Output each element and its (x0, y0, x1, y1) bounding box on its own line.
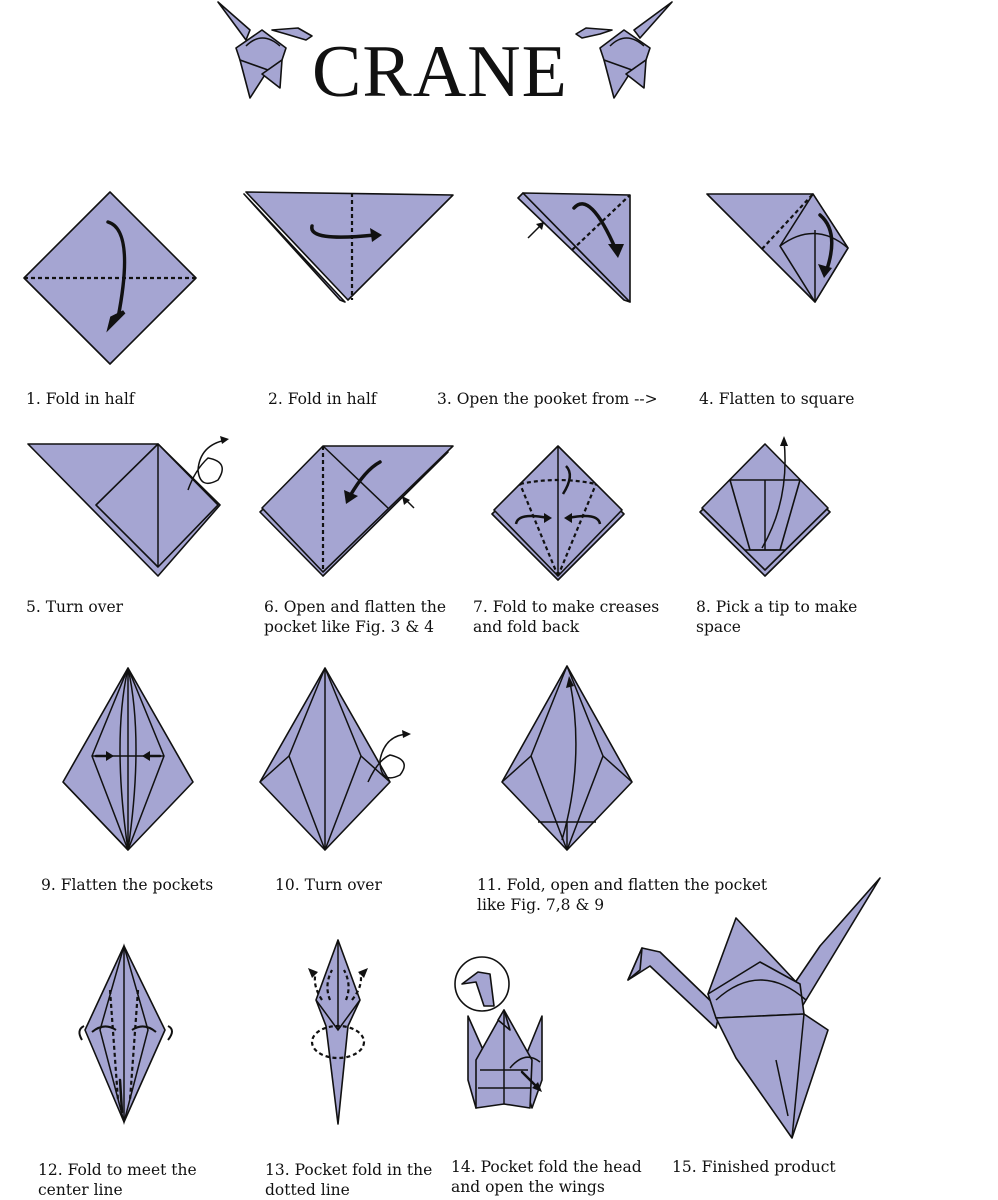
caption-line: 11. Fold, open and flatten the pocket (477, 876, 768, 894)
caption-line: like Fig. 7,8 & 9 (477, 896, 605, 914)
caption-line: center line (38, 1181, 123, 1199)
step-14-figure (454, 956, 543, 1109)
page-title: CRANE (312, 31, 568, 113)
step-1-caption: 1. Fold in half (26, 390, 135, 408)
step-3-caption: 3. Open the pooket from --> (437, 390, 658, 408)
step-5-figure (27, 436, 229, 577)
caption-line: dotted line (265, 1181, 350, 1199)
caption-line: 12. Fold to meet the (38, 1161, 197, 1179)
step-15-caption: 15. Finished product (672, 1158, 836, 1176)
step-8-caption: 8. Pick a tip to make space (696, 597, 857, 637)
caption-line: 6. Open and flatten the (264, 598, 447, 616)
step-6-figure (259, 445, 454, 577)
step-1-figure (23, 191, 197, 365)
step-10-figure (259, 667, 411, 851)
step-2-caption: 2. Fold in half (268, 390, 377, 408)
caption-line: and fold back (473, 618, 580, 636)
step-12-figure (78, 943, 173, 1125)
step-9-caption: 9. Flatten the pockets (41, 876, 214, 894)
caption-line: and open the wings (451, 1178, 605, 1196)
caption-line: 7. Fold to make creases (473, 598, 660, 616)
title-crane-left-icon (217, 1, 313, 99)
step-12-caption: 12. Fold to meet the center line (38, 1160, 197, 1200)
step-8-figure (699, 436, 831, 577)
caption-line: space (696, 618, 741, 636)
title-crane-right-icon (575, 1, 673, 99)
step-2-figure (243, 191, 454, 303)
step-4-figure (706, 193, 849, 303)
caption-line: 8. Pick a tip to make (696, 598, 858, 616)
step-3-figure (517, 192, 631, 303)
step-7-figure (491, 445, 625, 581)
step-11-caption: 11. Fold, open and flatten the pocket lik… (477, 875, 767, 915)
step-10-caption: 10. Turn over (275, 876, 382, 894)
step-15-figure (627, 877, 881, 1139)
caption-line: 13. Pocket fold in the (265, 1161, 433, 1179)
step-4-caption: 4. Flatten to square (699, 390, 855, 408)
step-9-figure (62, 667, 194, 851)
step-11-figure (501, 665, 633, 851)
step-14-caption: 14. Pocket fold the head and open the win… (451, 1157, 642, 1197)
caption-line: 14. Pocket fold the head (451, 1158, 642, 1176)
step-6-caption: 6. Open and flatten the pocket like Fig. … (264, 597, 446, 637)
step-13-figure (308, 939, 368, 1125)
caption-line: pocket like Fig. 3 & 4 (264, 618, 434, 636)
step-13-caption: 13. Pocket fold in the dotted line (265, 1160, 432, 1200)
step-5-caption: 5. Turn over (26, 598, 124, 616)
step-7-caption: 7. Fold to make creases and fold back (473, 597, 659, 637)
